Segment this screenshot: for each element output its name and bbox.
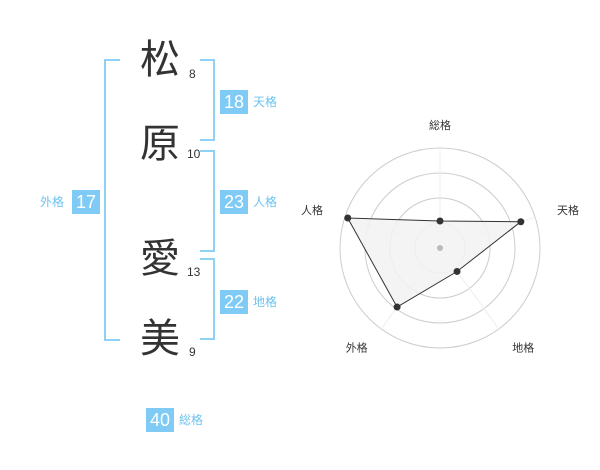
radar-axis-label-0: 総格 [429, 118, 451, 132]
stroke-count-1: 8 [189, 67, 196, 81]
radar-axis-label-2: 地格 [512, 341, 534, 355]
stroke-count-2: 10 [187, 147, 201, 161]
stroke-count-4: 9 [189, 345, 196, 359]
tenkaku-label: 天格 [253, 95, 278, 109]
jinkaku-label: 人格 [253, 195, 278, 209]
kanji-2: 原 [140, 121, 180, 167]
chikaku-score: 22 [220, 290, 248, 314]
jinkaku-bracket [200, 150, 215, 252]
radar-center-dot [437, 245, 443, 251]
radar-point-1 [517, 218, 525, 226]
radar-data-points [344, 214, 525, 311]
soukaku-score: 40 [146, 408, 174, 432]
tenkaku-bracket [200, 59, 215, 141]
radar-axis-label-3: 外格 [346, 341, 368, 355]
gaikaku-score: 17 [72, 190, 100, 214]
radar-point-2 [453, 267, 461, 275]
chikaku-label: 地格 [253, 295, 278, 309]
stroke-count-3: 13 [187, 265, 201, 279]
radar-point-0 [436, 217, 444, 225]
kanji-4: 美 [140, 316, 180, 362]
radar-axis-label-4: 人格 [301, 203, 323, 217]
gaikaku-label: 外格 [40, 195, 65, 209]
jinkaku-score: 23 [220, 190, 248, 214]
radar-point-3 [393, 303, 401, 311]
gaikaku-bracket [104, 59, 120, 341]
kanji-1: 松 [140, 37, 180, 83]
radar-data-polygon [346, 217, 523, 308]
tenkaku-score: 18 [220, 90, 248, 114]
kanji-3: 愛 [140, 236, 180, 282]
soukaku-label: 総格 [179, 413, 204, 427]
chikaku-bracket [200, 258, 215, 340]
radar-point-4 [344, 214, 352, 222]
radar-axis-label-1: 天格 [557, 203, 579, 217]
